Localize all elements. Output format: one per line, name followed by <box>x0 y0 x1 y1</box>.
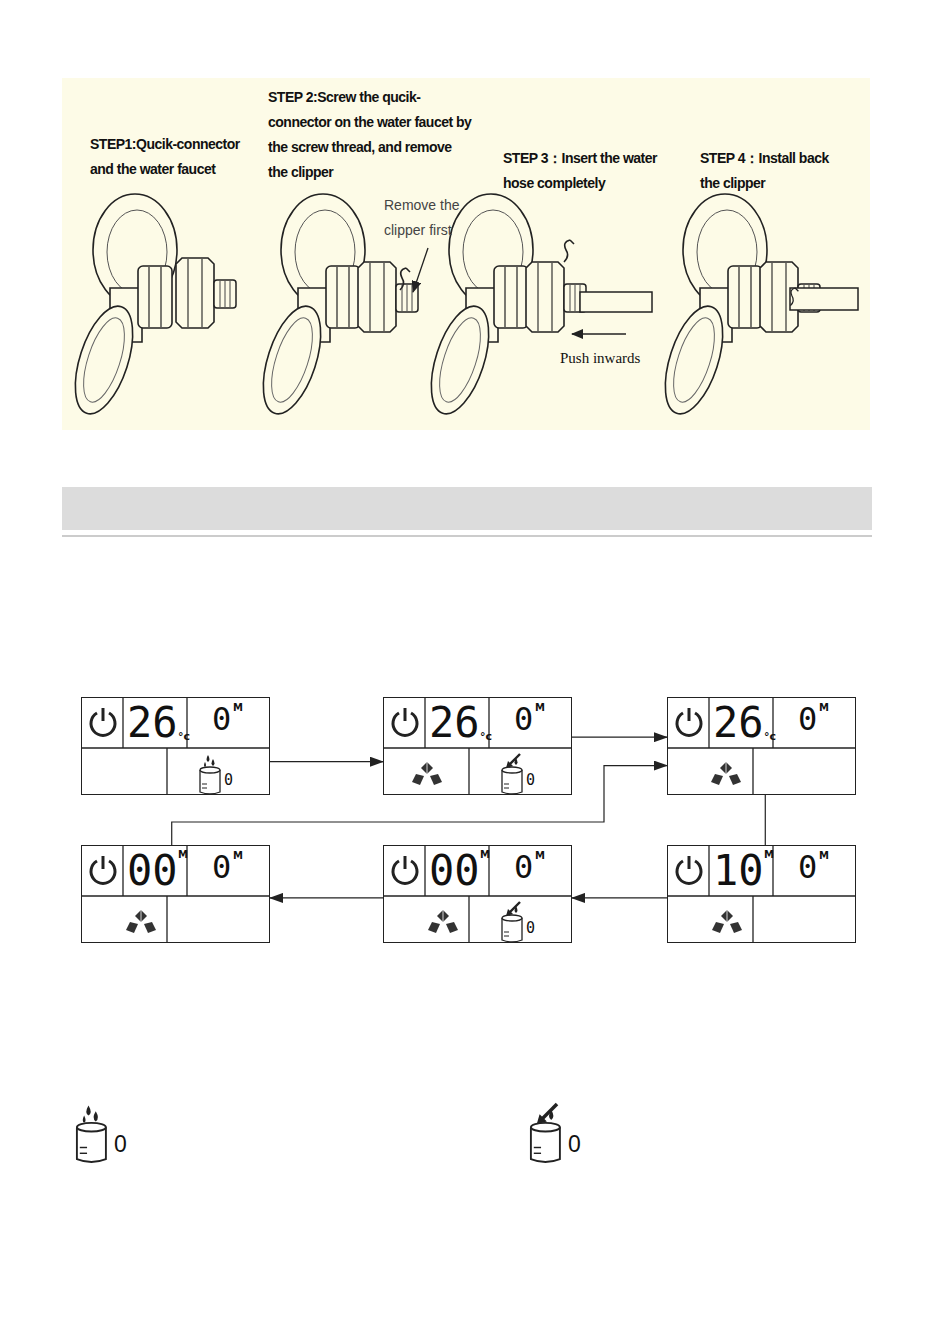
unit-label: °c <box>178 731 190 742</box>
flow-arrow <box>270 897 383 898</box>
unit-label: M <box>535 851 545 861</box>
display-digits: 00 <box>429 850 480 892</box>
illustration-band <box>62 78 870 430</box>
display-digits: 0 <box>514 851 533 883</box>
flow-arrow <box>765 795 766 845</box>
display-digits: 0 <box>798 703 817 735</box>
counter-digit: 0 <box>114 1131 144 1158</box>
unit-label: M <box>480 850 490 860</box>
counter-digit: 0 <box>526 773 535 788</box>
water-hose <box>580 292 652 312</box>
unit-label: °c <box>764 731 776 742</box>
lcd-panel: 26°c0M0 <box>81 697 270 795</box>
display-digits: 10 <box>713 850 764 892</box>
clipper <box>400 268 410 290</box>
display-digits: 0 <box>212 851 231 883</box>
rule <box>62 535 872 537</box>
flow-arrow <box>172 766 667 845</box>
callout-note: Remove the clipper first <box>384 193 464 243</box>
fill-icon <box>531 1104 560 1162</box>
unit-label: °c <box>480 731 492 742</box>
clipper <box>790 288 798 306</box>
step-text: STEP 2:Screw the qucik-connector on the … <box>268 85 473 185</box>
display-digits: 0 <box>212 703 231 735</box>
display-digits: 0 <box>514 703 533 735</box>
callout-note: Push inwards <box>560 350 670 367</box>
unit-label: M <box>233 851 243 861</box>
lcd-panel: 00M0M <box>81 845 270 943</box>
step-text: STEP 3：Insert the water hose completely <box>503 146 663 196</box>
faucet-step1 <box>64 194 236 421</box>
lcd-panel: 10M0M <box>667 845 856 943</box>
unit-label: M <box>535 703 545 713</box>
lcd-panel: 26°c 0M <box>667 697 856 795</box>
display-digits: 00 <box>127 850 178 892</box>
unit-label: M <box>178 850 188 860</box>
unit-label: M <box>819 851 829 861</box>
unit-label: M <box>819 703 829 713</box>
lcd-panel: 00M0M0 <box>383 845 572 943</box>
clipper <box>564 240 574 262</box>
display-digits: 26 <box>713 702 764 744</box>
counter-digit: 0 <box>526 921 535 936</box>
unit-label: M <box>233 703 243 713</box>
section-bar <box>62 487 872 530</box>
step-text: STEP 4：Install back the clipper <box>700 146 850 196</box>
water-icon <box>77 1105 106 1162</box>
display-digits: 0 <box>798 851 817 883</box>
flow-arrow <box>270 761 383 762</box>
flow-arrow <box>572 737 667 738</box>
counter-digit: 0 <box>568 1131 598 1158</box>
unit-label: M <box>764 850 774 860</box>
flow-arrow <box>572 897 667 898</box>
push-arrow <box>572 333 626 335</box>
panel-details <box>81 697 856 943</box>
display-digits: 26 <box>429 702 480 744</box>
water-hose <box>790 288 858 310</box>
display-digits: 26 <box>127 702 178 744</box>
counter-digit: 0 <box>224 773 233 788</box>
lcd-panel: 26°c0M0 <box>383 697 572 795</box>
leader-arrow <box>413 248 428 292</box>
step-text: STEP1:Qucik-connector and the water fauc… <box>90 132 260 182</box>
